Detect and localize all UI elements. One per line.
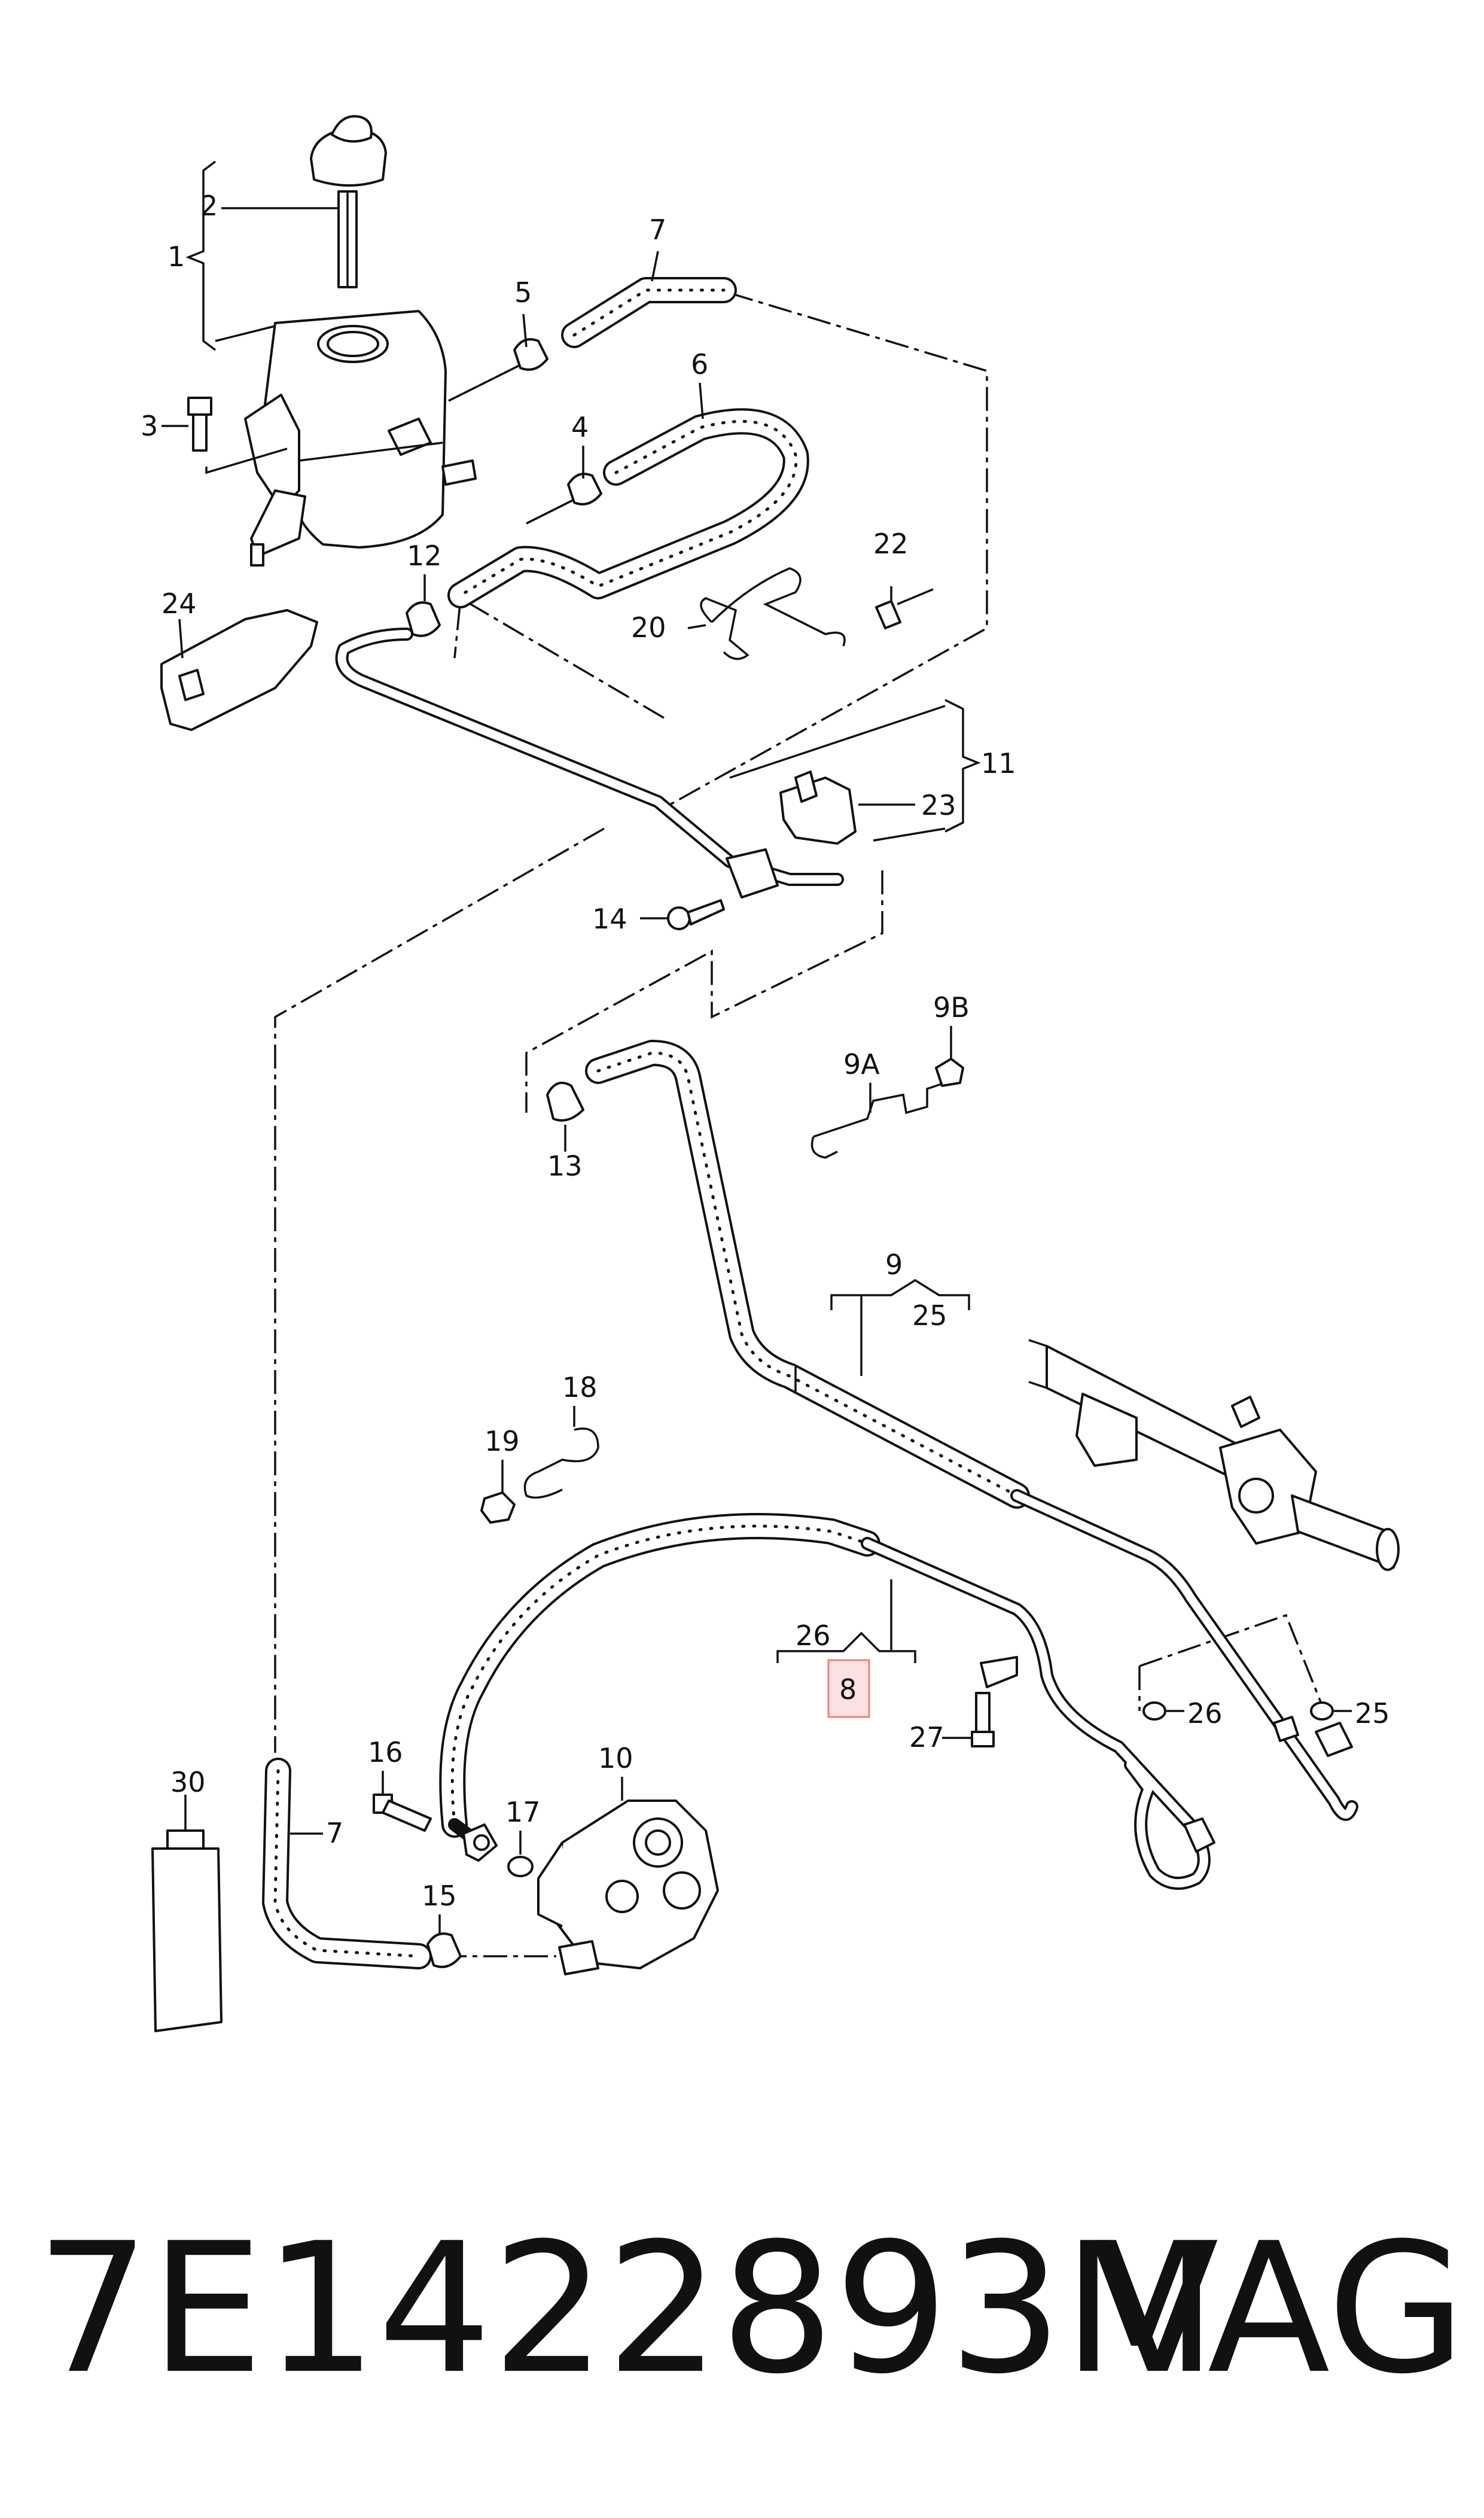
clamp-15 (426, 1914, 462, 1968)
clamp-4 (526, 446, 602, 525)
callout-23: 23 (921, 789, 956, 821)
hose-9 (585, 1040, 1358, 1821)
callout-17: 17 (505, 1796, 541, 1828)
clamp-12 (406, 574, 441, 637)
callout-20: 20 (631, 611, 666, 644)
callout-9: 9 (885, 1249, 903, 1281)
screw-14 (640, 899, 725, 930)
o-ring-26 (1142, 1701, 1184, 1721)
callout-12: 12 (407, 540, 442, 572)
pin-22 (875, 586, 934, 629)
callout-25-top: 25 (912, 1299, 947, 1332)
hose-7-bottom (262, 1758, 432, 1969)
pressure-hose-8 (439, 1513, 1211, 1890)
callout-9a: 9A (843, 1048, 880, 1080)
brand-name: VAG (1096, 2205, 1466, 2413)
bolt-27 (942, 1656, 1018, 1747)
callout-3: 3 (141, 410, 158, 442)
inlet-pipe (558, 1940, 599, 1975)
hose-7-top (561, 251, 737, 348)
callout-15: 15 (422, 1880, 457, 1912)
clamp-13 (546, 1082, 584, 1152)
callout-7-bottom: 7 (326, 1817, 343, 1849)
clip-9a (810, 1082, 946, 1159)
o-ring-25 (1310, 1701, 1352, 1721)
callout-8: 8 (839, 1673, 857, 1706)
reservoir-assembly (244, 115, 477, 567)
bolt-16 (373, 1771, 432, 1832)
pipe-fitting (1183, 1716, 1353, 1853)
bolt-3 (161, 397, 288, 474)
callout-30: 30 (170, 1766, 206, 1798)
callout-labels: 1 2 3 4 5 6 7 7 8 9 9A 9B 10 11 12 13 14… (141, 190, 1390, 1912)
callout-18: 18 (562, 1371, 598, 1403)
fitting-hose-end (462, 1823, 498, 1862)
callout-25-right: 25 (1355, 1697, 1390, 1730)
callout-1: 1 (167, 240, 185, 273)
seal-17 (507, 1831, 534, 1877)
clip-18 (523, 1406, 599, 1499)
steering-rack (1028, 1339, 1400, 1571)
callout-27: 27 (909, 1721, 944, 1753)
bracket-23 (779, 771, 915, 845)
clamp-5 (448, 313, 548, 402)
callout-8-highlight (827, 1659, 870, 1718)
callout-24: 24 (161, 587, 197, 620)
callout-6: 6 (691, 348, 708, 380)
callout-14: 14 (592, 903, 627, 935)
return-pipe (335, 628, 844, 899)
nut-9b (935, 1026, 964, 1087)
callout-5: 5 (514, 276, 532, 309)
clip-20 (687, 567, 846, 660)
part-number: 7E1422893M (36, 2205, 1218, 2413)
fluid-bottle-30 (151, 1795, 223, 2032)
callout-13: 13 (547, 1150, 583, 1182)
hose-6 (447, 382, 809, 608)
callout-19: 19 (484, 1425, 520, 1457)
callout-10: 10 (598, 1742, 633, 1774)
callout-16: 16 (368, 1736, 403, 1768)
nut-19 (480, 1460, 516, 1524)
bracket-24 (160, 609, 318, 731)
callout-4: 4 (571, 411, 589, 443)
callout-9b: 9B (933, 991, 970, 1024)
callout-26-right: 26 (1187, 1697, 1223, 1730)
callout-11: 11 (981, 747, 1016, 780)
footer: 7E1422893M VAG (0, 2213, 1484, 2405)
callout-7-top: 7 (649, 214, 666, 246)
callout-2: 2 (200, 190, 218, 222)
callout-22: 22 (873, 528, 909, 560)
callout-26-bracket: 26 (796, 1619, 831, 1652)
pump-10 (537, 1777, 719, 1969)
